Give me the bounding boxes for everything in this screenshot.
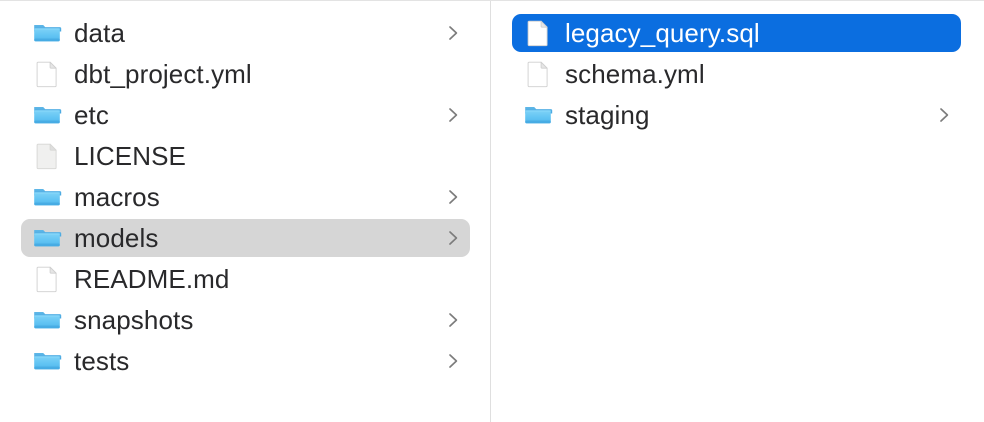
chevron-right-icon[interactable] (444, 188, 462, 206)
folder-row[interactable]: data (21, 14, 470, 52)
finder-column-child[interactable]: legacy_query.sql schema.yml staging (491, 1, 983, 422)
item-label: snapshots (74, 305, 194, 335)
folder-icon (523, 100, 553, 130)
item-label: schema.yml (565, 59, 705, 89)
file-row[interactable]: dbt_project.yml (21, 55, 470, 93)
folder-icon (32, 18, 62, 48)
item-label: staging (565, 100, 650, 130)
document-icon (32, 264, 62, 294)
item-label: etc (74, 100, 109, 130)
folder-icon (32, 182, 62, 212)
chevron-right-icon[interactable] (935, 106, 953, 124)
document-icon (523, 18, 553, 48)
folder-row[interactable]: snapshots (21, 301, 470, 339)
file-list-child: legacy_query.sql schema.yml staging (491, 14, 983, 134)
folder-row[interactable]: macros (21, 178, 470, 216)
folder-row[interactable]: staging (512, 96, 961, 134)
item-label: README.md (74, 264, 230, 294)
chevron-right-icon[interactable] (444, 229, 462, 247)
folder-row[interactable]: models (21, 219, 470, 257)
item-label: LICENSE (74, 141, 186, 171)
document-icon (523, 59, 553, 89)
item-label: models (74, 223, 159, 253)
item-label: legacy_query.sql (565, 18, 760, 48)
chevron-right-icon[interactable] (444, 106, 462, 124)
file-row[interactable]: LICENSE (21, 137, 470, 175)
folder-icon (32, 223, 62, 253)
folder-icon (32, 346, 62, 376)
folder-row[interactable]: tests (21, 342, 470, 380)
chevron-right-icon[interactable] (444, 352, 462, 370)
chevron-right-icon[interactable] (444, 24, 462, 42)
file-row[interactable]: legacy_query.sql (512, 14, 961, 52)
item-label: dbt_project.yml (74, 59, 252, 89)
file-row[interactable]: schema.yml (512, 55, 961, 93)
document-plain-icon (32, 141, 62, 171)
item-label: macros (74, 182, 160, 212)
item-label: tests (74, 346, 130, 376)
folder-row[interactable]: etc (21, 96, 470, 134)
chevron-right-icon[interactable] (444, 311, 462, 329)
folder-icon (32, 305, 62, 335)
folder-icon (32, 100, 62, 130)
file-row[interactable]: README.md (21, 260, 470, 298)
document-icon (32, 59, 62, 89)
item-label: data (74, 18, 126, 48)
